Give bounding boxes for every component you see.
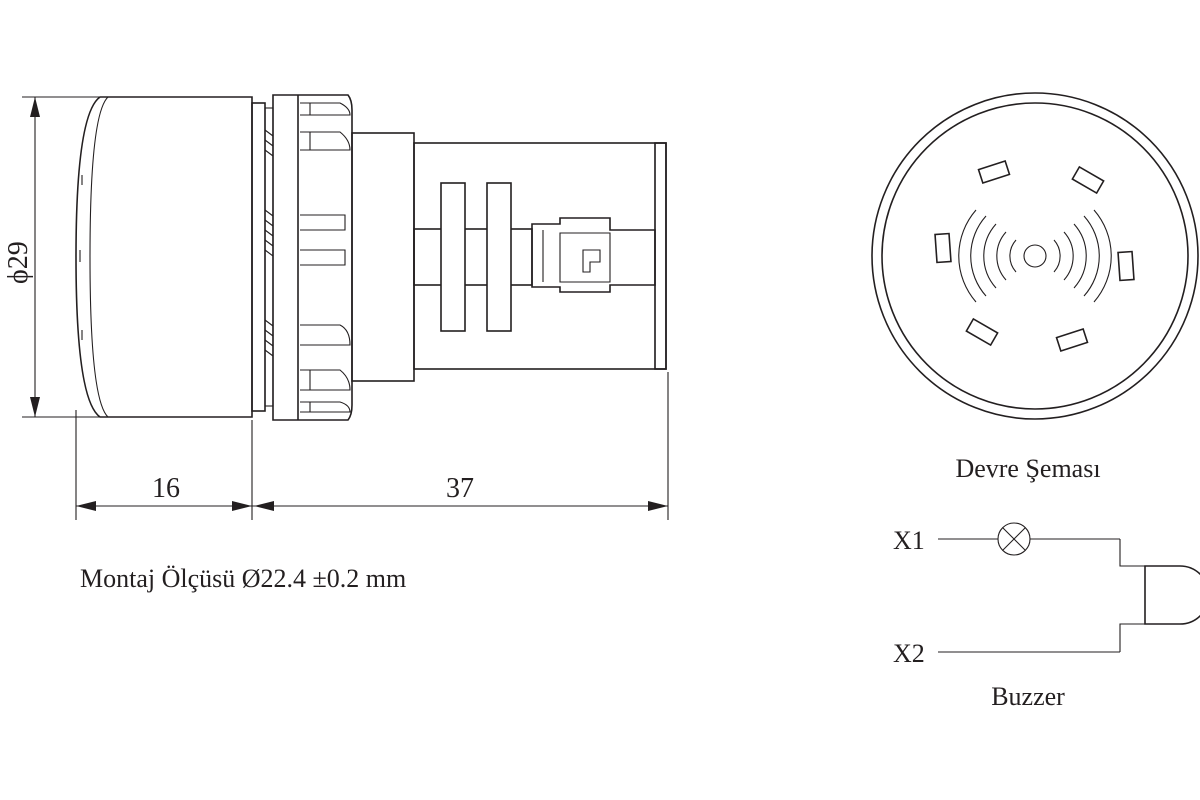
terminal-x2-label: X2 (893, 639, 925, 668)
front-length-label: 16 (152, 473, 180, 504)
body-length-label: 37 (446, 473, 474, 504)
circuit-schematic: Devre Şeması X1 X2 Buzzer (893, 454, 1200, 711)
schematic-caption: Buzzer (991, 682, 1065, 711)
front-cap (75, 96, 253, 418)
cap-ring (251, 102, 274, 412)
dimension-front-length: 16 (75, 410, 253, 520)
diameter-label: ϕ29 (3, 241, 34, 284)
sound-wave-icon (958, 209, 1112, 303)
side-view: ϕ29 16 37 Montaj Ölçüsü Ø22.4 ±0.2 mm (3, 94, 669, 593)
front-view (871, 92, 1199, 420)
dimension-body-length: 37 (252, 372, 669, 520)
buzzer-icon (1144, 565, 1200, 625)
collar (351, 132, 415, 382)
mounting-size-text: Montaj Ölçüsü Ø22.4 ±0.2 mm (80, 564, 406, 593)
circuit-wires (938, 538, 1145, 653)
mounting-nut (272, 94, 353, 421)
sound-holes (934, 160, 1135, 352)
dimension-diameter: ϕ29 (3, 96, 100, 418)
stem (413, 182, 656, 332)
terminal-x1-label: X1 (893, 526, 925, 555)
schematic-title: Devre Şeması (955, 454, 1100, 483)
lamp-icon (997, 522, 1031, 556)
